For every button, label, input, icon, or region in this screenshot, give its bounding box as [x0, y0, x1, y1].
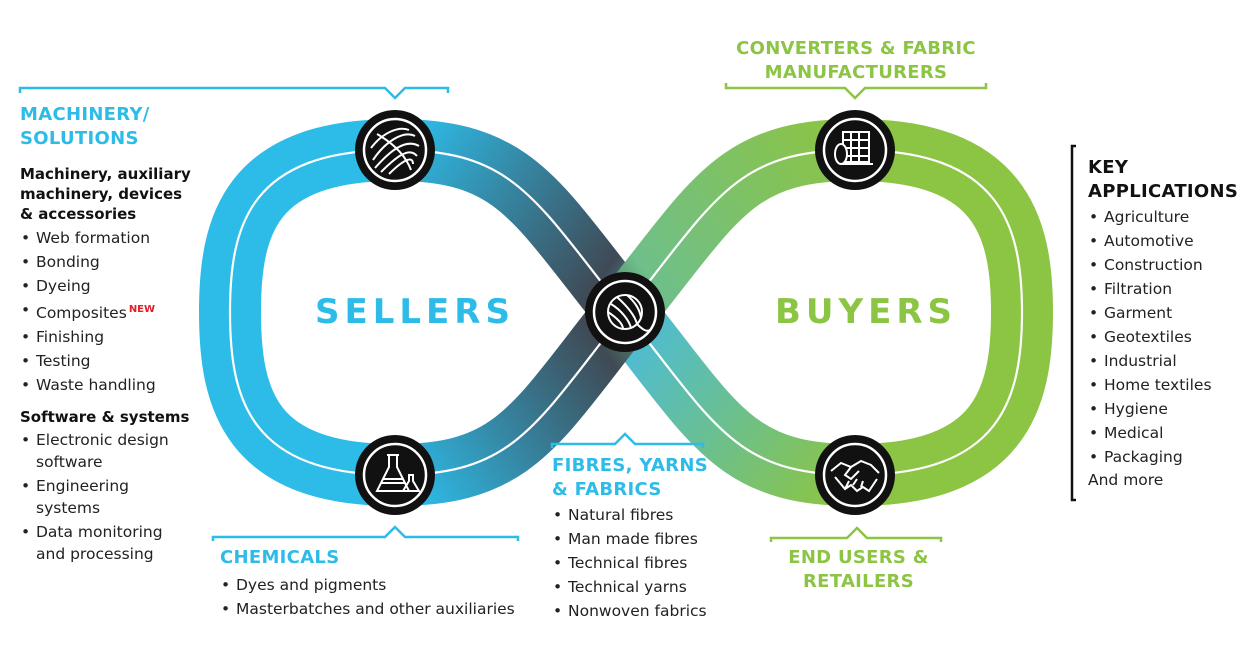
machinery-subheading: Machinery, auxiliary machinery, devices … — [20, 165, 191, 223]
key-applications-list: Agriculture Automotive Construction Filt… — [1088, 205, 1238, 469]
list-item: Construction — [1088, 253, 1238, 277]
list-item-label: Composites — [36, 304, 127, 323]
end-users-title-line2: RETAILERS — [803, 571, 914, 592]
list-item: Technical yarns — [552, 575, 708, 599]
fibre-ball-icon — [355, 110, 435, 190]
end-users-section: END USERS & RETAILERS — [771, 546, 946, 594]
converters-section: CONVERTERS & FABRIC MANUFACTURERS — [726, 37, 986, 85]
fibres-title-line2: & FABRICS — [552, 479, 662, 500]
key-applications-section: KEY APPLICATIONS Agriculture Automotive … — [1088, 156, 1238, 491]
fibres-section: FIBRES, YARNS & FABRICS Natural fibres M… — [552, 454, 708, 623]
buyers-label: BUYERS — [775, 292, 958, 332]
list-item: Automotive — [1088, 229, 1238, 253]
key-applications-bracket — [1070, 144, 1076, 502]
list-item: Filtration — [1088, 277, 1238, 301]
list-item: Dyes and pigments — [220, 573, 515, 597]
list-item: Medical — [1088, 421, 1238, 445]
list-item: Dyeing — [20, 274, 220, 298]
sellers-label: SELLERS — [315, 292, 515, 332]
list-item: Hygiene — [1088, 397, 1238, 421]
list-item: Web formation — [20, 226, 220, 250]
list-item: Testing — [20, 349, 220, 373]
list-item: Technical fibres — [552, 551, 708, 575]
and-more-text: And more — [1088, 471, 1164, 489]
fibres-title-line1: FIBRES, YARNS — [552, 455, 708, 476]
machinery-title-line2: SOLUTIONS — [20, 128, 139, 149]
list-item: Bonding — [20, 250, 220, 274]
list-item: Man made fibres — [552, 527, 708, 551]
list-item: Nonwoven fabrics — [552, 599, 708, 623]
chemicals-title: CHEMICALS — [220, 547, 340, 568]
end-users-title-line1: END USERS & — [788, 547, 929, 568]
list-item: Masterbatches and other auxiliaries — [220, 597, 515, 621]
software-subheading: Software & systems — [20, 408, 190, 427]
lab-flask-icon — [355, 435, 435, 515]
chemicals-list: Dyes and pigments Masterbatches and othe… — [220, 573, 515, 621]
list-item: Geotextiles — [1088, 325, 1238, 349]
new-badge: NEW — [128, 304, 156, 315]
key-applications-title-line1: KEY — [1088, 157, 1129, 178]
converters-bracket — [724, 83, 988, 100]
machinery-title-line1: MACHINERY/ — [20, 104, 150, 125]
list-item: Data monitoring and processing — [20, 521, 180, 565]
software-list: Electronic design software Engineering s… — [20, 429, 180, 565]
chemicals-bracket — [211, 525, 520, 541]
list-item: Finishing — [20, 325, 220, 349]
fabric-roll-icon — [815, 110, 895, 190]
list-item: Garment — [1088, 301, 1238, 325]
fibres-list: Natural fibres Man made fibres Technical… — [552, 503, 708, 623]
list-item: Engineering systems — [20, 475, 180, 519]
converters-title-line1: CONVERTERS & FABRIC — [736, 38, 976, 59]
list-item: Industrial — [1088, 349, 1238, 373]
list-item: Home textiles — [1088, 373, 1238, 397]
list-item: Packaging — [1088, 445, 1238, 469]
machinery-bracket — [18, 86, 450, 100]
end-users-bracket — [769, 526, 943, 542]
list-item: Waste handling — [20, 373, 220, 397]
list-item: Agriculture — [1088, 205, 1238, 229]
machinery-section: MACHINERY/ SOLUTIONS Machinery, auxiliar… — [20, 103, 220, 565]
key-applications-title-line2: APPLICATIONS — [1088, 181, 1239, 202]
chemicals-section: CHEMICALS Dyes and pigments Masterbatche… — [220, 546, 515, 621]
list-item: Natural fibres — [552, 503, 708, 527]
handshake-icon — [815, 435, 895, 515]
yarn-ball-icon — [585, 272, 665, 352]
machinery-list: Web formation Bonding Dyeing CompositesN… — [20, 226, 220, 397]
converters-title-line2: MANUFACTURERS — [764, 62, 948, 83]
list-item: Electronic design software — [20, 429, 180, 473]
fibres-bracket — [550, 432, 705, 448]
